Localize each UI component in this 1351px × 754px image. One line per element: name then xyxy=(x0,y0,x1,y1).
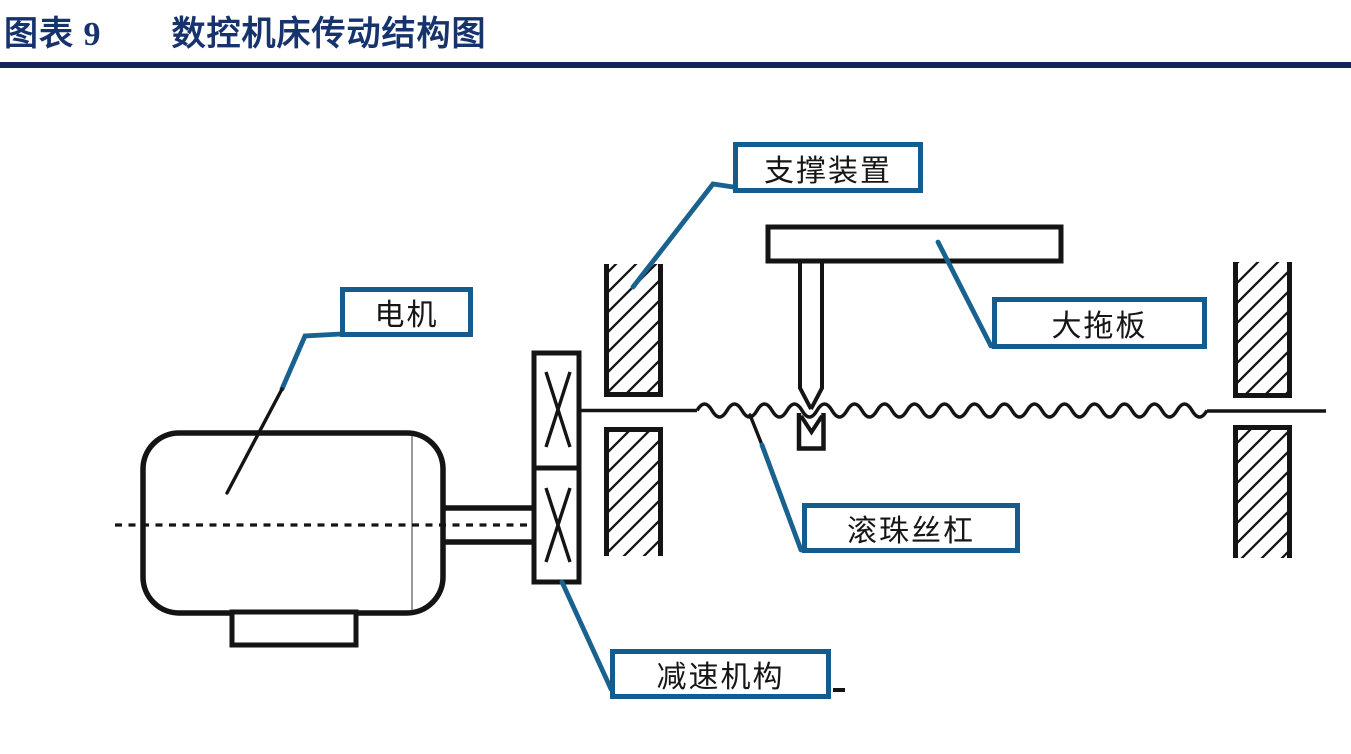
callout-reducer-label: 减速机构 xyxy=(656,661,785,694)
title-divider xyxy=(0,62,1351,68)
callout-motor: 电机 xyxy=(340,287,473,337)
screw-nut-chevron xyxy=(799,414,824,436)
support-leader-line xyxy=(630,181,743,290)
screw-nut-lower-box xyxy=(796,413,826,451)
ballscrew-leader-line xyxy=(759,442,804,553)
support-right-upper-border xyxy=(1233,262,1292,398)
support-left-lower-border xyxy=(604,427,663,556)
support-right-lower-hatch xyxy=(1234,425,1291,558)
motor-leader-tip xyxy=(225,387,284,495)
figure-title: 数控机床传动结构图 xyxy=(171,16,487,53)
reducer-gear-lower-cross xyxy=(544,487,572,563)
reducer-gear-upper-cross xyxy=(544,371,572,448)
reducer-leader-line xyxy=(559,579,614,692)
callout-ballscrew: 滚珠丝杠 xyxy=(802,503,1020,553)
callout-carriage-label: 大拖板 xyxy=(1051,310,1148,343)
figure-caption: 图表 9 数控机床传动结构图 xyxy=(4,6,487,55)
support-right-lower-border xyxy=(1233,425,1292,558)
support-right-upper-hatch xyxy=(1234,262,1291,395)
callout-support-label: 支撑装置 xyxy=(764,154,892,188)
motor-leader-line xyxy=(279,331,344,392)
motor-body xyxy=(140,430,446,616)
motor-base xyxy=(229,609,359,648)
callout-support: 支撑装置 xyxy=(733,142,923,193)
support-left-upper-border xyxy=(604,264,663,397)
callout-carriage: 大拖板 xyxy=(992,297,1207,349)
support-left-lower-hatch xyxy=(605,427,662,556)
callout-motor-label: 电机 xyxy=(374,299,439,332)
screw-nut-upper xyxy=(798,261,824,410)
callout-ballscrew-label: 滚珠丝杠 xyxy=(847,515,975,548)
callout-reducer: 减速机构 xyxy=(610,649,831,699)
figure-number: 图表 9 xyxy=(4,16,102,53)
ballscrew-leader-tip xyxy=(748,413,764,447)
ballscrew-thread xyxy=(695,402,1209,419)
carriage-leader-line xyxy=(935,239,994,349)
carriage-plate xyxy=(765,224,1064,264)
